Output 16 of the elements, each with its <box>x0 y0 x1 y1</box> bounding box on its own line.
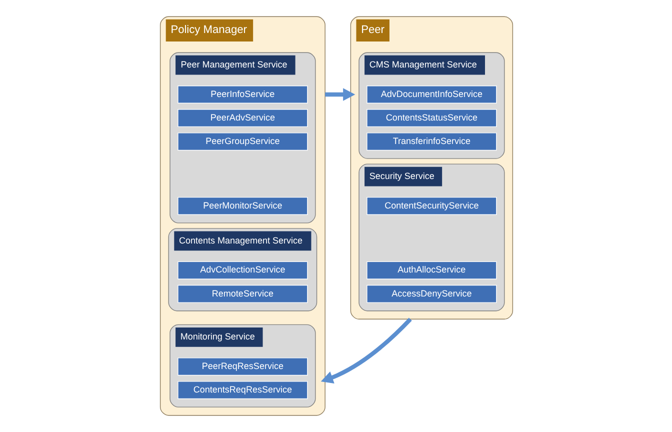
node-box: PeerReqResService <box>177 358 308 376</box>
node-box: PeerAdvService <box>177 109 308 128</box>
arrow <box>324 88 355 101</box>
node-box: RemoteService <box>177 284 308 303</box>
node-box: ContentsReqResService <box>177 381 308 400</box>
node-box: ContentSecurityService <box>366 196 496 215</box>
node-box: AuthAllocService <box>366 261 496 280</box>
node-box: ContentsStatusService <box>366 109 496 128</box>
node-box: AdvCollectionService <box>177 261 308 280</box>
node-box: AdvDocumentInfoService <box>366 86 496 104</box>
arrow <box>320 318 412 384</box>
node-box: PeerMonitorService <box>177 196 308 215</box>
node-box: TransferinfoService <box>366 132 496 151</box>
node-box: AccessDenyService <box>366 284 496 303</box>
node-box: PeerGroupService <box>177 132 308 151</box>
node-box: PeerInfoService <box>177 86 308 104</box>
